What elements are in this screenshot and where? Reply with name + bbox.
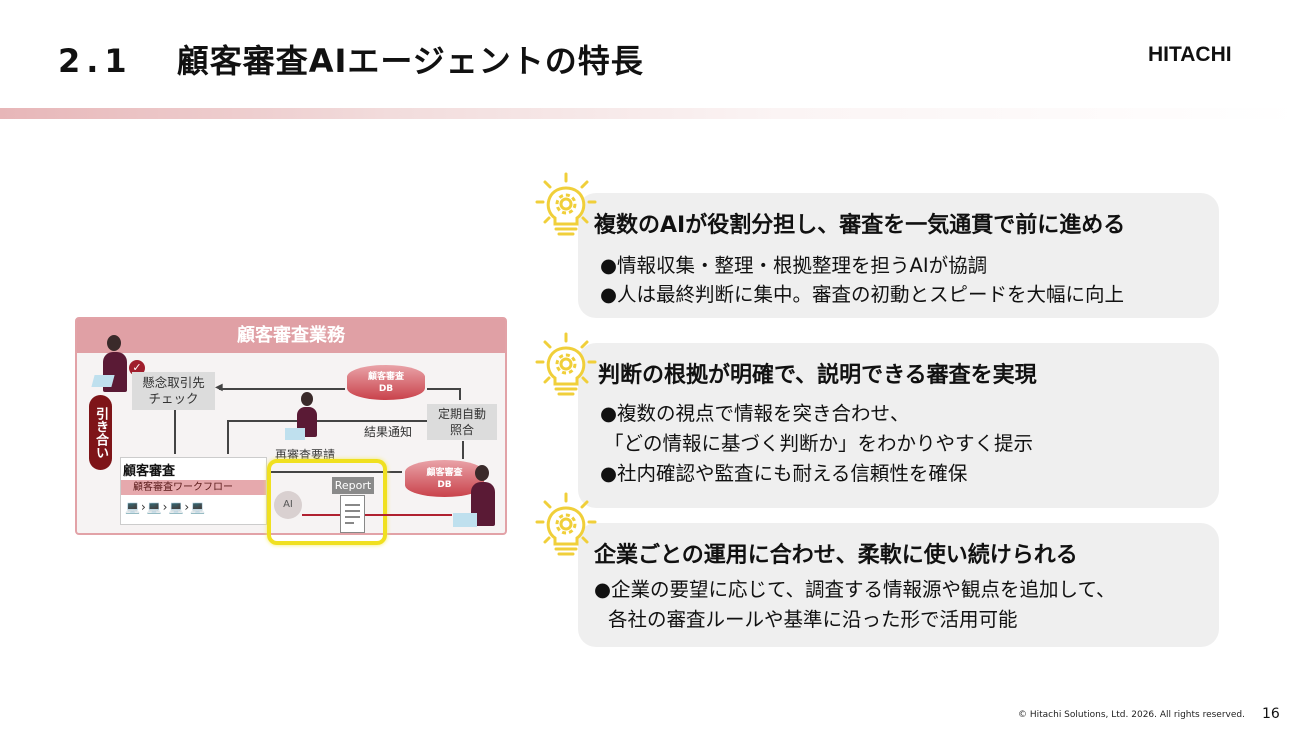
ai-highlight-box xyxy=(267,459,387,545)
arrow-check-to-review xyxy=(174,410,176,454)
person-icon xyxy=(453,465,503,533)
arrow-db-to-periodic-up xyxy=(462,441,464,459)
arrow-db-to-check xyxy=(219,388,345,390)
feature-bullet: ●複数の視点で情報を突き合わせ、 xyxy=(600,402,910,425)
re-review-request-label: 再審査要請 xyxy=(275,448,336,462)
feature-card-3: 企業ごとの運用に合わせ、柔軟に使い続けられる ●企業の要望に応じて、調査する情報… xyxy=(578,523,1219,647)
feature-heading: 判断の根拠が明確で、説明できる審査を実現 xyxy=(598,363,1037,388)
header-gradient-bar xyxy=(0,108,1300,119)
ai-to-user-arrow xyxy=(302,514,452,516)
feature-bullet: ●企業の要望に応じて、調査する情報源や観点を追加して、 xyxy=(594,578,1116,601)
feature-bullet: ●社内確認や監査にも耐える信頼性を確保 xyxy=(600,462,968,485)
person-icon xyxy=(285,392,325,444)
arrow-review-to-db xyxy=(269,471,402,473)
feature-card-2: 判断の根拠が明確で、説明できる審査を実現 ●複数の視点で情報を突き合わせ、 「ど… xyxy=(578,343,1219,508)
arrow-line xyxy=(227,420,229,454)
lightbulb-gear-icon xyxy=(535,492,597,556)
feature-heading: 複数のAIが役割分担し、審査を一気通貫で前に進める xyxy=(594,213,1126,238)
feature-bullet: ●情報収集・整理・根拠整理を担うAIが協調 xyxy=(600,254,988,277)
arrow-result-notice xyxy=(227,420,427,422)
feature-bullet: 「どの情報に基づく判断か」をわかりやすく提示 xyxy=(604,432,1034,455)
workflow-steps-icon: 💻›💻›💻›💻 xyxy=(125,500,207,514)
result-notice-label: 結果通知 xyxy=(364,425,413,439)
concern-check-box: 懸念取引先チェック xyxy=(132,372,215,410)
periodic-match-box: 定期自動照合 xyxy=(427,404,497,440)
arrow-head-icon: ◀ xyxy=(215,382,223,393)
feature-bullet: ●人は最終判断に集中。審査の初動とスピードを大幅に向上 xyxy=(600,283,1125,306)
hitachi-logo: HITACHI xyxy=(1148,43,1232,66)
page-number: 16 xyxy=(1262,706,1280,722)
workflow-bar: 顧客審査ワークフロー xyxy=(121,480,266,495)
copyright: © Hitachi Solutions, Ltd. 2026. All righ… xyxy=(1018,710,1245,720)
arrow-line xyxy=(459,388,461,400)
inquiry-label: 引き合い xyxy=(89,395,112,470)
feature-card-1: 複数のAIが役割分担し、審査を一気通貫で前に進める ●情報収集・整理・根拠整理を… xyxy=(578,193,1219,318)
person-icon xyxy=(91,335,131,401)
diagram-title: 顧客審査業務 xyxy=(77,319,505,353)
ai-head-icon: AI xyxy=(274,491,302,519)
report-document-icon xyxy=(340,495,365,533)
customer-review-box: 顧客審査 顧客審査ワークフロー 💻›💻›💻›💻 xyxy=(120,457,267,525)
feature-heading: 企業ごとの運用に合わせ、柔軟に使い続けられる xyxy=(594,543,1078,568)
lightbulb-gear-icon xyxy=(535,332,597,396)
lightbulb-gear-icon xyxy=(535,172,597,236)
feature-bullet: 各社の審査ルールや基準に沿った形で活用可能 xyxy=(608,608,1018,631)
arrow-db-to-periodic xyxy=(427,388,460,390)
review-box-title: 顧客審査 xyxy=(123,464,176,479)
report-label: Report xyxy=(332,477,374,494)
